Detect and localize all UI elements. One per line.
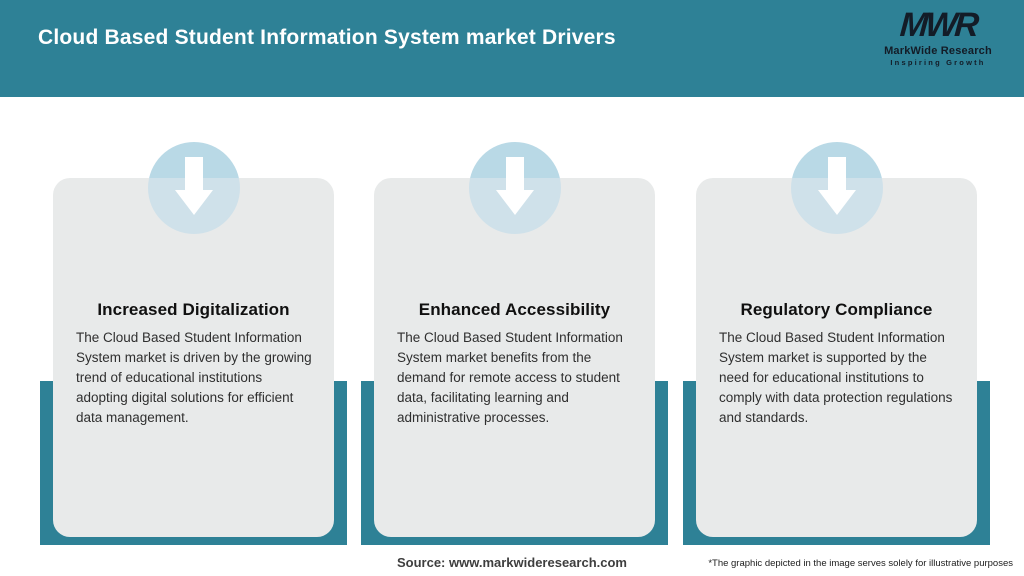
card-body: Regulatory Compliance The Cloud Based St…	[696, 178, 977, 537]
driver-card-enhanced-accessibility: Enhanced Accessibility The Cloud Based S…	[361, 130, 668, 550]
logo-name: MarkWide Research	[884, 44, 992, 57]
down-arrow-badge	[790, 142, 883, 234]
down-arrow-icon	[817, 157, 856, 215]
card-title: Increased Digitalization	[97, 300, 290, 319]
down-arrow-icon	[495, 157, 534, 215]
header-bar: Cloud Based Student Information System m…	[0, 0, 1024, 97]
source-text: Source: www.markwideresearch.com	[396, 555, 627, 570]
down-arrow-icon	[174, 157, 213, 215]
logo-monogram: MWR	[898, 6, 978, 44]
markwide-research-logo: MWR MarkWide Research Inspiring Growth	[878, 6, 998, 67]
logo-tagline: Inspiring Growth	[890, 57, 986, 67]
down-arrow-badge	[147, 142, 240, 234]
down-arrow-badge	[468, 142, 561, 234]
card-description: The Cloud Based Student Information Syst…	[76, 330, 312, 425]
page-title: Cloud Based Student Information System m…	[38, 26, 616, 49]
card-title: Regulatory Compliance	[740, 300, 933, 319]
driver-card-increased-digitalization: Increased Digitalization The Cloud Based…	[40, 130, 347, 550]
card-body: Increased Digitalization The Cloud Based…	[53, 178, 334, 537]
card-description: The Cloud Based Student Information Syst…	[719, 330, 953, 425]
card-body: Enhanced Accessibility The Cloud Based S…	[374, 178, 655, 537]
driver-card-regulatory-compliance: Regulatory Compliance The Cloud Based St…	[683, 130, 990, 550]
card-description: The Cloud Based Student Information Syst…	[397, 330, 623, 425]
card-title: Enhanced Accessibility	[418, 300, 611, 319]
disclaimer-text: *The graphic depicted in the image serve…	[708, 558, 1013, 569]
